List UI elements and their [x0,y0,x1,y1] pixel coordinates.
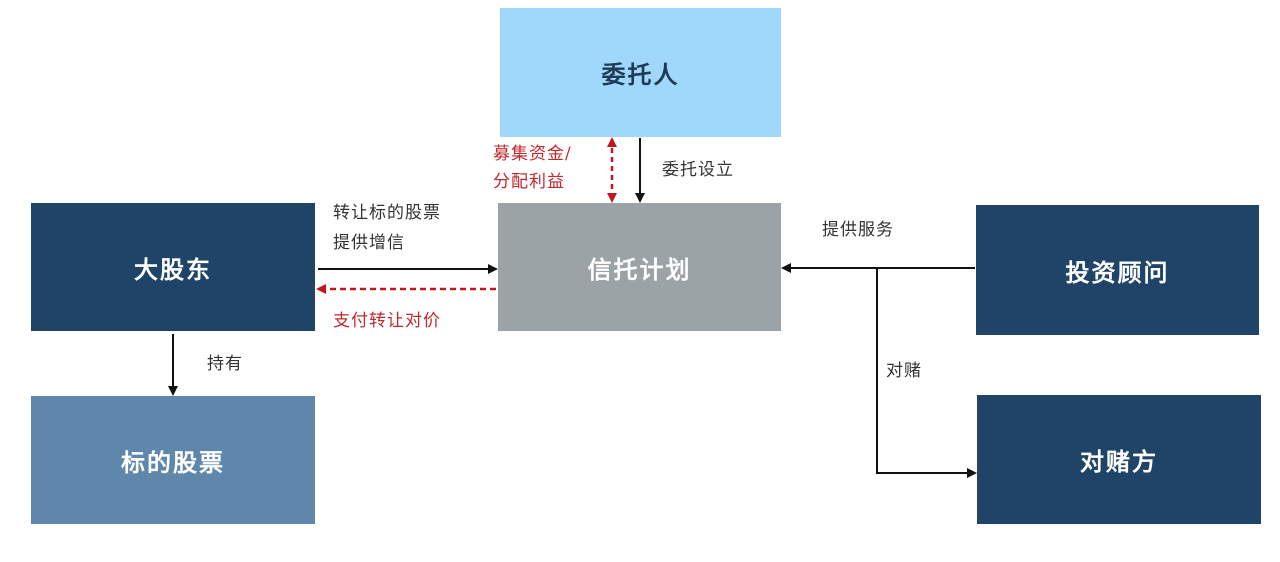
node-trustor-label: 委托人 [601,60,680,89]
label-transfer-stock-line1: 转让标的股票 [333,203,441,223]
label-transfer-stock: 转让标的股票 提供增信 [333,198,441,258]
label-raise-funds: 募集资金/ 分配利益 [493,140,572,196]
node-major-shareholder-label: 大股东 [134,254,212,284]
label-bet: 对赌 [886,361,922,381]
label-transfer-stock-line2: 提供增信 [333,233,405,253]
node-trust-plan: 信托计划 [498,203,781,331]
label-hold: 持有 [207,354,243,374]
node-trust-plan-label: 信托计划 [587,254,692,284]
node-bet-counterparty-label: 对赌方 [1080,447,1158,476]
arrow-bet [876,268,977,478]
label-pay-transfer: 支付转让对价 [333,311,441,331]
node-investment-advisor: 投资顾问 [976,205,1259,335]
label-provide-service: 提供服务 [822,220,894,240]
node-trustor: 委托人 [500,8,781,137]
node-investment-advisor-label: 投资顾问 [1065,257,1170,287]
label-raise-funds-line1: 募集资金/ [493,144,572,164]
node-underlying-stock: 标的股票 [31,396,315,524]
node-underlying-stock-label: 标的股票 [121,447,225,477]
label-entrust-setup: 委托设立 [662,160,734,180]
node-bet-counterparty: 对赌方 [977,395,1261,524]
node-major-shareholder: 大股东 [31,203,315,331]
label-raise-funds-line2: 分配利益 [493,172,565,192]
